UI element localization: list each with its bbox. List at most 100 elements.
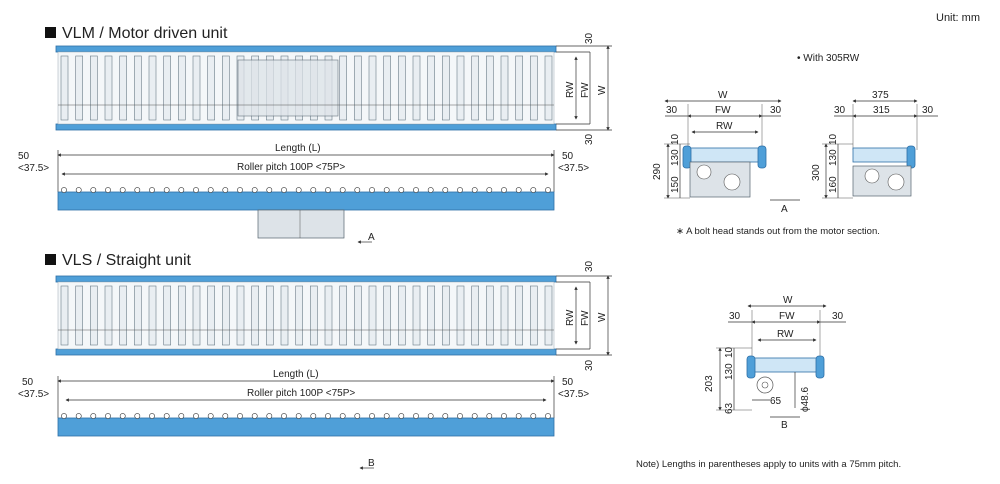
roller [412, 55, 421, 121]
dim-pitch: Roller pitch 100P <75P> [237, 162, 345, 173]
dim-50-left: 50 [18, 151, 30, 162]
bullet-square [45, 27, 56, 38]
roller [90, 55, 98, 121]
roller [75, 285, 83, 346]
roller [207, 55, 215, 121]
roller-end [266, 413, 273, 419]
side-guide-right [815, 355, 825, 379]
roller [60, 55, 69, 121]
sec-a-290: 290 [652, 163, 663, 180]
dim-length: Length (L) [273, 369, 319, 380]
roller-end [163, 187, 170, 193]
side-guide-right [906, 145, 916, 169]
roller-end [295, 413, 302, 419]
dim-w: W [597, 312, 608, 322]
section-305rw: • With 305RW 375 30 315 30 300 10 130 16… [797, 53, 938, 199]
roller [251, 285, 259, 346]
roller-end [501, 187, 507, 193]
roller-end [501, 413, 507, 419]
sec-b-rw: RW [777, 329, 794, 340]
sec-b-203: 203 [704, 375, 715, 392]
roller [471, 55, 480, 121]
305-h160: 160 [828, 176, 839, 193]
dim-375-left: <37.5> [18, 389, 49, 400]
dim-w: W [597, 85, 608, 95]
dim-30-bottom: 30 [584, 359, 595, 371]
roller [427, 55, 436, 121]
roller-end [486, 413, 493, 419]
roller-end [251, 413, 258, 419]
roller [295, 285, 304, 346]
roller-end [398, 187, 405, 193]
roller-end [442, 187, 449, 193]
dim-pitch: Roller pitch 100P <75P> [247, 388, 355, 399]
roller [207, 285, 215, 346]
roller-end [61, 187, 67, 193]
roller [309, 285, 318, 346]
roller-end [383, 413, 390, 419]
roller-end [325, 187, 331, 193]
view-label-b: B [368, 458, 375, 469]
footnote: Note) Lengths in parentheses apply to un… [636, 459, 901, 470]
roller [75, 55, 83, 121]
roller [441, 55, 450, 121]
roller-end [193, 187, 199, 193]
roller [236, 285, 245, 346]
305-30-left: 30 [834, 105, 846, 116]
roller [544, 285, 553, 346]
roller-end [178, 187, 185, 193]
roller-end [413, 187, 419, 193]
bolt-note: ∗ A bolt head stands out from the motor … [676, 226, 880, 237]
side-frame [57, 417, 555, 437]
roller [500, 55, 509, 121]
roller [353, 285, 362, 346]
roller-end [134, 413, 141, 419]
roller-end [545, 413, 551, 419]
side-roller-row [61, 413, 551, 419]
roller [397, 285, 406, 346]
roller-end [193, 413, 199, 419]
roller-end [310, 413, 317, 419]
roller-end [90, 187, 97, 193]
side-frame [57, 191, 555, 211]
side-guide-right [757, 145, 767, 169]
vls-title: VLS / Straight unit [62, 252, 192, 269]
section-a: W 30 FW 30 RW 290 10 130 150 A [652, 90, 800, 215]
sec-b-w: W [783, 295, 793, 306]
roller [148, 285, 157, 346]
dim-50-left: 50 [22, 377, 34, 388]
side-guide-left [746, 355, 756, 379]
roller-end [325, 413, 331, 419]
roller-end [530, 187, 537, 193]
roller-end [281, 413, 287, 419]
roller-end [530, 413, 537, 419]
roller [119, 285, 127, 346]
roller [368, 55, 377, 121]
roller-end [105, 187, 111, 193]
roller [90, 285, 98, 346]
roller-end [413, 413, 419, 419]
roller [383, 285, 392, 346]
roller-end [515, 187, 522, 193]
dim-rw: RW [565, 81, 576, 98]
roller [529, 55, 538, 121]
dim-375-left: <37.5> [18, 163, 49, 174]
roller [500, 285, 509, 346]
roller-end [427, 413, 434, 419]
roller-end [149, 187, 155, 193]
roller [339, 55, 348, 121]
roller [265, 285, 274, 346]
roller-end [310, 187, 317, 193]
roller-end [339, 187, 346, 193]
side-roller-row [61, 187, 551, 193]
vlm-section: VLM / Motor driven unit 30 RW FW W 30 [18, 25, 612, 244]
dim-375-right: <37.5> [558, 163, 589, 174]
roller-end [471, 187, 478, 193]
roller [192, 285, 201, 346]
vlm-length-dims: 50 <37.5> 50 <37.5> Length (L) Roller pi… [18, 143, 589, 192]
roller [515, 55, 524, 121]
roller [456, 285, 465, 346]
dim-50-right: 50 [562, 151, 574, 162]
vls-width-dims: 30 RW FW W 30 [556, 260, 612, 371]
roller-end [486, 187, 493, 193]
